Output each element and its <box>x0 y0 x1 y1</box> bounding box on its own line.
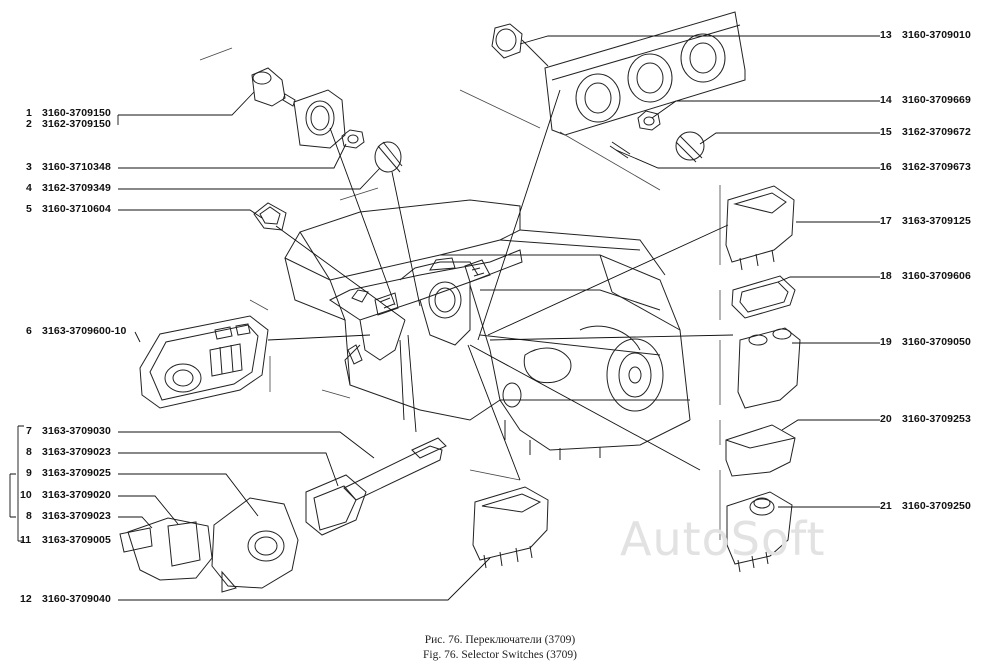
part-code: 3162-3709150 <box>42 118 111 130</box>
leader-lines <box>118 36 880 600</box>
part-code: 3163-3709020 <box>42 489 111 501</box>
callout-number: 5 <box>26 203 32 215</box>
callout-number: 12 <box>20 593 32 605</box>
knob-drawing-4 <box>375 142 402 172</box>
callout-number: 9 <box>26 467 32 479</box>
part-code: 3160-3710604 <box>42 203 111 215</box>
frame-lines <box>200 48 720 540</box>
part-code: 3160-3709050 <box>902 336 971 348</box>
part-code: 3162-3709349 <box>42 182 111 194</box>
callout-number: 10 <box>20 489 32 501</box>
callout-number: 16 <box>880 161 892 173</box>
rocker-switch-drawing-17 <box>726 186 794 270</box>
callout-number: 20 <box>880 413 892 425</box>
callout-number: 15 <box>880 126 892 138</box>
group-brackets <box>10 426 24 541</box>
part-code: 3163-3709023 <box>42 510 111 522</box>
part-code: 3160-3709010 <box>902 29 971 41</box>
part-code: 3163-3709125 <box>902 215 971 227</box>
part-code: 3163-3709023 <box>42 446 111 458</box>
caption-ru: Рис. 76. Переключатели (3709) <box>424 634 576 646</box>
double-switch-drawing-19 <box>738 328 800 408</box>
steering-column-switch-drawing <box>120 438 446 592</box>
callout-number: 6 <box>26 325 32 337</box>
nut-drawing-3 <box>342 130 364 148</box>
callout-number: 13 <box>880 29 892 41</box>
callout-number: 17 <box>880 215 892 227</box>
callout-number: 7 <box>26 425 32 437</box>
part-code: 3163-3709025 <box>42 467 111 479</box>
part-code: 3162-3709672 <box>902 126 971 138</box>
callout-number: 2 <box>26 118 32 130</box>
part-code: 3160-3710348 <box>42 161 111 173</box>
callout-number: 8 <box>26 510 32 522</box>
switch-drawing-5 <box>254 203 286 230</box>
callout-number: 3 <box>26 161 32 173</box>
part-code: 3160-3709253 <box>902 413 971 425</box>
callout-number: 8 <box>26 446 32 458</box>
callout-number: 21 <box>880 500 892 512</box>
part-code: 3163-3709600-10 <box>42 325 127 337</box>
part-code: 3163-3709030 <box>42 425 111 437</box>
callout-number: 19 <box>880 336 892 348</box>
part-code: 3160-3709150 <box>42 107 111 119</box>
callout-number: 14 <box>880 94 892 106</box>
rocker-switch-drawing-12 <box>473 487 548 568</box>
part-code: 3162-3709673 <box>902 161 971 173</box>
rotary-switch-drawing <box>252 68 345 148</box>
part-code: 3160-3709606 <box>902 270 971 282</box>
callout-number: 11 <box>20 534 32 546</box>
part-code: 3163-3709005 <box>42 534 111 546</box>
callout-number: 1 <box>26 107 32 119</box>
frame-drawing-18 <box>732 276 795 318</box>
part-code: 3160-3709040 <box>42 593 111 605</box>
heater-knob-parts-drawing <box>610 111 704 162</box>
heater-control-panel-drawing <box>492 12 745 135</box>
callout-number: 18 <box>880 270 892 282</box>
light-control-panel-drawing <box>140 316 268 408</box>
part-code: 3160-3709250 <box>902 500 971 512</box>
watermark: AutoSoft <box>620 512 826 566</box>
vehicle-body-drawing <box>285 200 690 460</box>
part-code: 3160-3709669 <box>902 94 971 106</box>
knob-switch-drawing-21 <box>727 492 792 572</box>
caption-en: Fig. 76. Selector Switches (3709) <box>423 649 577 661</box>
cap-drawing-20 <box>726 425 795 476</box>
callout-number: 4 <box>26 182 32 194</box>
